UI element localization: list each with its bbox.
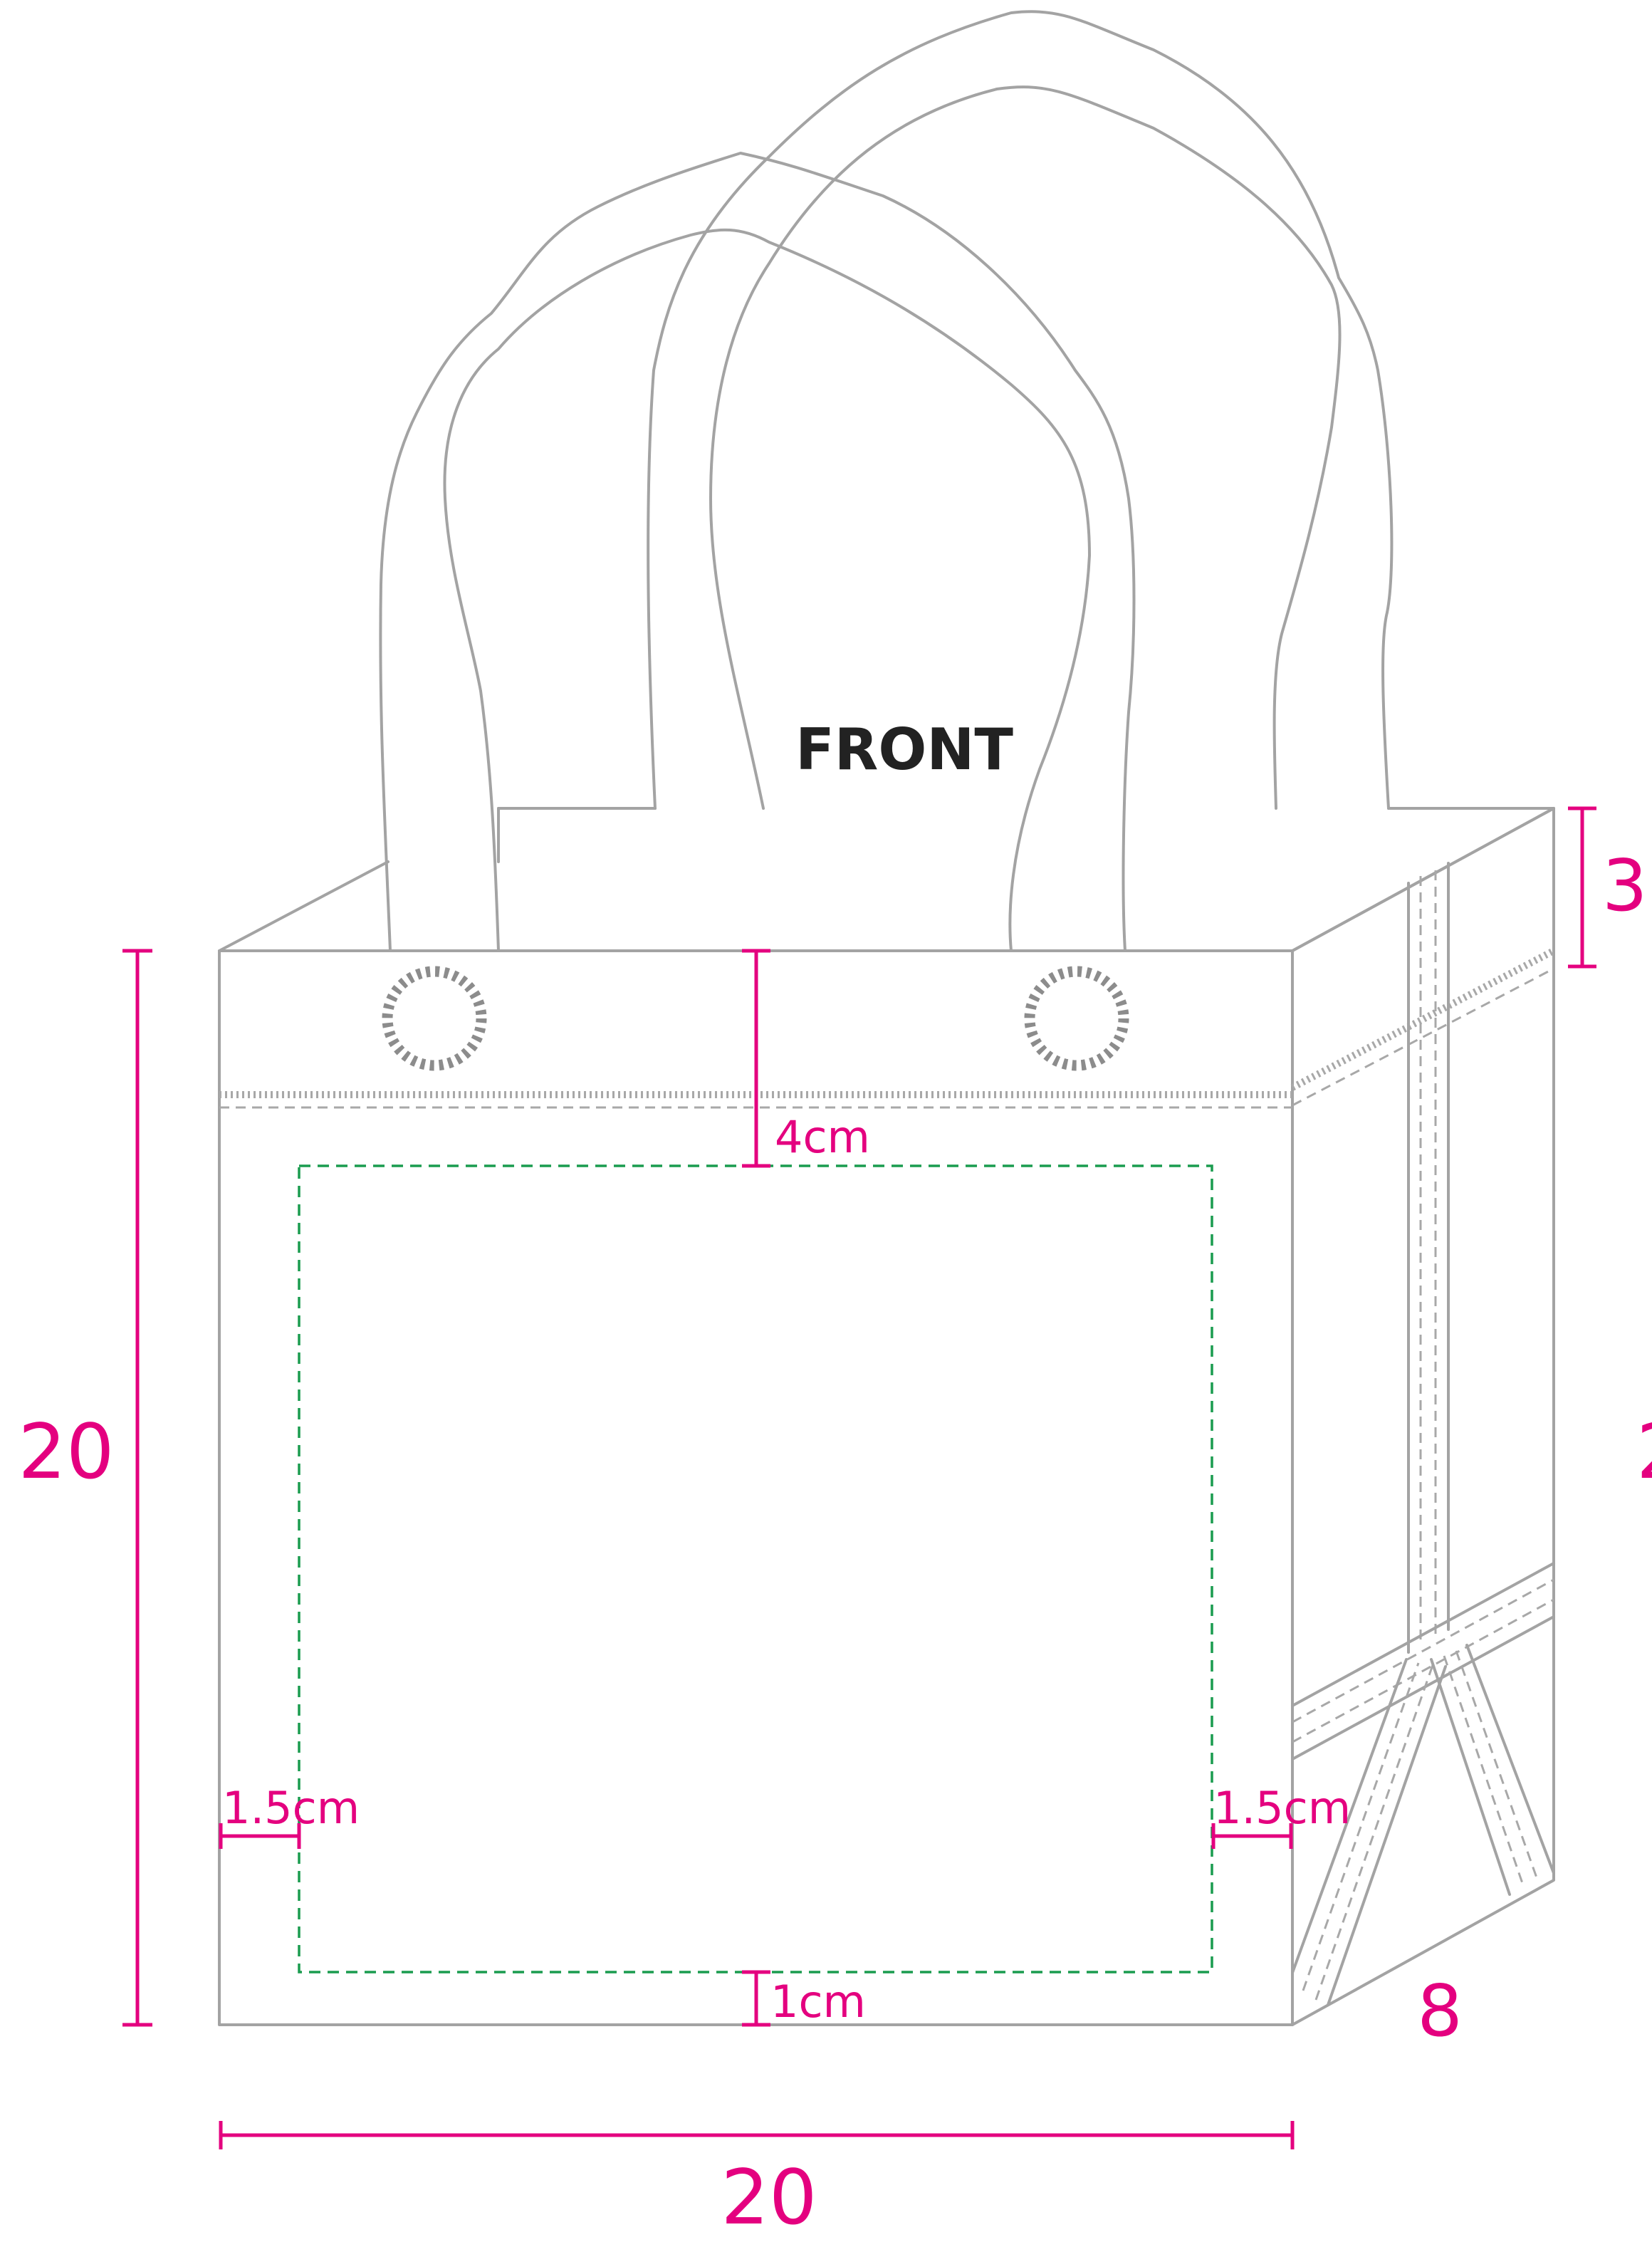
back-handle-outer-edge	[647, 10, 1394, 810]
bottom-margin-dimension: 1cm	[742, 1970, 866, 2028]
front-handle-inner-edge	[443, 228, 1091, 952]
front-handle	[379, 152, 1136, 952]
left-margin-dimension: 1.5cm	[219, 1782, 360, 1849]
gusset-fold-right-seam-b	[1455, 1650, 1539, 1882]
gusset-fold-right-seam-a	[1443, 1655, 1525, 1888]
hem-dimension: 3	[1568, 806, 1648, 969]
view-label: FRONT	[795, 716, 1013, 783]
crease-band-top	[1291, 1562, 1555, 1707]
gusset-fold-left-seam-b	[1314, 1664, 1434, 2001]
grommet-left	[382, 966, 487, 1071]
cut-off-side-label: 2	[1636, 1408, 1652, 1496]
bag-top-rim	[218, 807, 1555, 952]
hem-dimension-label: 3	[1602, 844, 1648, 927]
right-margin-label: 1.5cm	[1213, 1782, 1351, 1834]
back-handle-inner-edge	[709, 85, 1342, 810]
back-rim-edge	[218, 860, 390, 952]
back-handle	[647, 10, 1394, 810]
side-hem-seam	[1292, 967, 1554, 1107]
right-margin-dimension: 1.5cm	[1211, 1782, 1351, 1849]
width-dimension-label: 20	[721, 2154, 817, 2238]
width-dimension: 20	[219, 2121, 1295, 2241]
top-margin-label: 4cm	[775, 1111, 870, 1163]
side-panel-outline	[1291, 807, 1555, 2026]
top-margin-dimension: 4cm	[742, 949, 870, 1168]
gusset-fold-left-a	[1291, 1658, 1408, 1974]
gusset-fold-right-a	[1430, 1658, 1511, 1896]
bottom-margin-label: 1cm	[770, 1976, 866, 2028]
side-gusset	[1290, 807, 1556, 2026]
crease-seam-a	[1292, 1578, 1554, 1724]
print-area	[298, 1164, 1213, 1974]
crease-band-bottom	[1291, 1615, 1555, 1761]
side-hem-stitch	[1290, 947, 1556, 1091]
left-margin-label: 1.5cm	[222, 1782, 360, 1834]
grommet-right	[1024, 966, 1129, 1071]
front-handle-outer-edge	[379, 152, 1136, 952]
crease-seam-b	[1292, 1598, 1554, 1743]
gusset-fold-right-b	[1465, 1644, 1555, 1875]
gusset-fold-left-b	[1327, 1665, 1447, 2006]
gusset-dimension-label: 8	[1417, 1969, 1463, 2053]
height-dimension: 20	[19, 949, 152, 2027]
height-dimension-label: 20	[19, 1408, 115, 1496]
gusset-fold-left-seam-a	[1302, 1662, 1420, 1991]
